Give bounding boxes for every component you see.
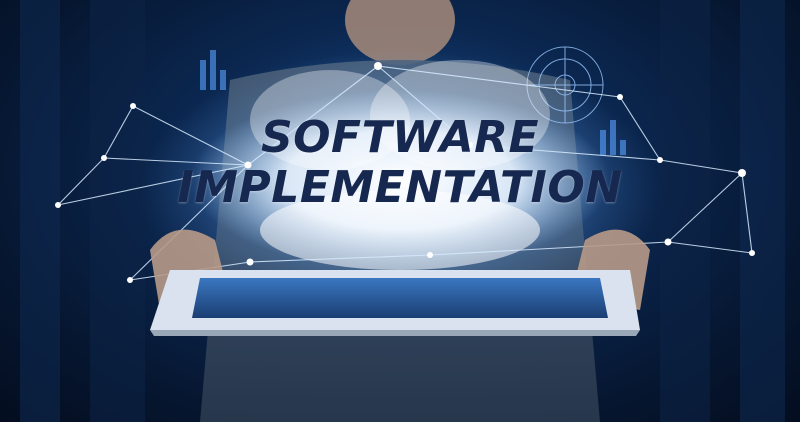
cloud-icon (190, 60, 610, 270)
hud-bar-chart (200, 50, 626, 155)
network-nodes (55, 62, 755, 283)
headline-line-1: SOFTWARE (260, 112, 540, 163)
tablet-device (150, 270, 640, 336)
headline-line-2: IMPLEMENTATION (177, 162, 623, 213)
network-graph (57, 65, 753, 281)
hud-gauge-icon (526, 46, 604, 124)
